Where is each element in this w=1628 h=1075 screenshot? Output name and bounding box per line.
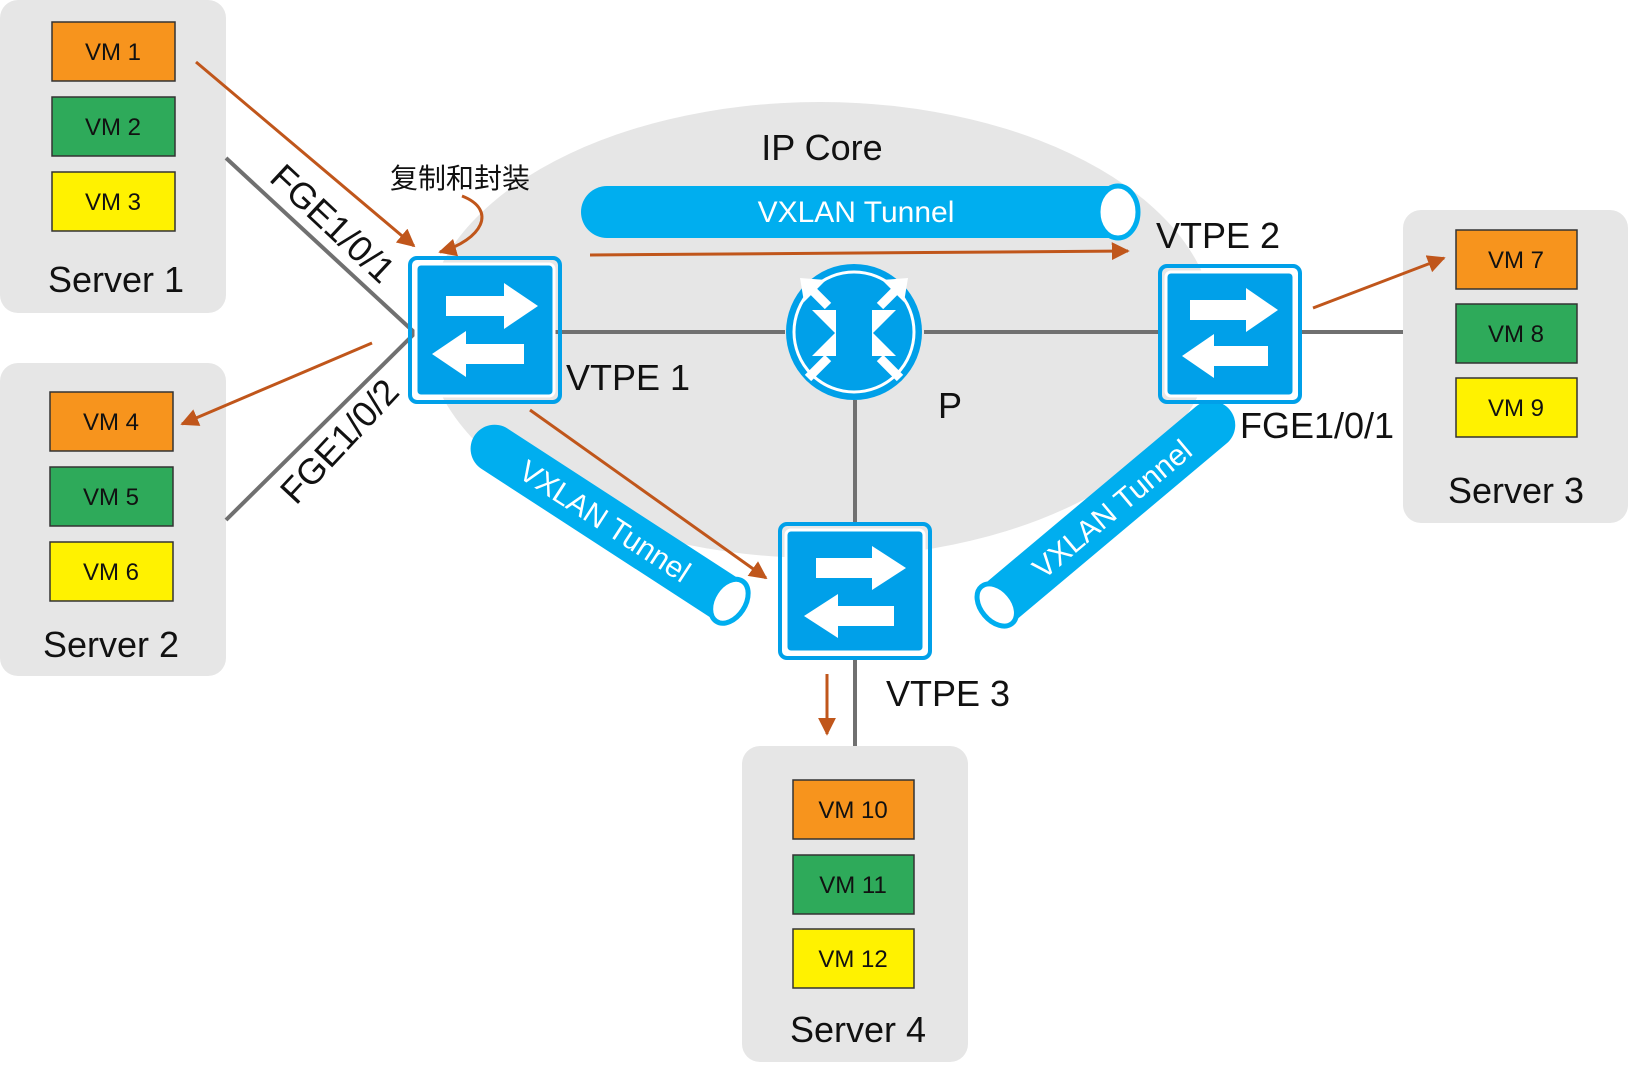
flow-arrow-vtpe2-to-vm7 — [1312, 255, 1446, 310]
vm-10-label: VM 10 — [818, 797, 887, 824]
switch-arrow-left-icon — [1182, 334, 1268, 378]
server-3-label: Server 3 — [1448, 470, 1584, 511]
vxlan-tunnel-top: VXLAN Tunnel — [581, 183, 1141, 241]
flow-arrow-vm1-to-vtpe1 — [195, 60, 416, 248]
vtpe1-label: VTPE 1 — [566, 357, 690, 398]
ip-core-label: IP Core — [761, 127, 882, 168]
vm-4[interactable]: VM 4 — [49, 391, 174, 452]
vm-7[interactable]: VM 7 — [1455, 229, 1578, 290]
vm-1-label: VM 1 — [85, 39, 141, 66]
server-2-label: Server 2 — [43, 624, 179, 665]
server-4-label: Server 4 — [790, 1009, 926, 1050]
vtpe1-port2-label: FGE1/0/2 — [272, 371, 407, 512]
vm-6[interactable]: VM 6 — [49, 541, 174, 602]
vm-11-label: VM 11 — [819, 872, 887, 899]
vm-3[interactable]: VM 3 — [51, 171, 176, 232]
vm-1[interactable]: VM 1 — [51, 21, 176, 82]
vm-8[interactable]: VM 8 — [1455, 303, 1578, 364]
vm-5[interactable]: VM 5 — [49, 466, 174, 527]
vtpe1-switch[interactable] — [408, 256, 562, 404]
links — [224, 156, 1403, 746]
server-1-label: Server 1 — [48, 259, 184, 300]
vm-11[interactable]: VM 11 — [792, 854, 915, 915]
vm-7-label: VM 7 — [1488, 247, 1544, 274]
flow-arrow-vtpe1-to-vm4 — [180, 341, 373, 426]
vtpe2-port1-label: FGE1/0/1 — [1240, 405, 1394, 446]
vm-6-label: VM 6 — [83, 559, 139, 586]
vtpe3-label: VTPE 3 — [886, 673, 1010, 714]
link-server2-vtpe1 — [224, 331, 417, 522]
replicate-encapsulate-label: 复制和封装 — [390, 163, 530, 194]
vm-9[interactable]: VM 9 — [1455, 377, 1578, 438]
flow-arrow-vtpe1-to-vtpe2 — [589, 242, 1130, 261]
p-router[interactable] — [786, 264, 922, 400]
vm-2-label: VM 2 — [85, 114, 141, 141]
vm-3-label: VM 3 — [85, 189, 141, 216]
flow-arrow-annotation-curve — [438, 194, 484, 257]
vm-8-label: VM 8 — [1488, 321, 1544, 348]
vtpe2-switch[interactable] — [1158, 264, 1302, 404]
vm-2[interactable]: VM 2 — [51, 96, 176, 157]
switch-arrow-right-icon — [1190, 288, 1278, 332]
vxlan-tunnel-top-label: VXLAN Tunnel — [758, 196, 955, 229]
switch-arrow-right-icon — [816, 546, 906, 590]
vm-5-label: VM 5 — [83, 484, 139, 511]
switch-arrow-right-icon — [446, 283, 538, 329]
switch-arrow-left-icon — [432, 331, 524, 377]
vm-9-label: VM 9 — [1488, 395, 1544, 422]
vtpe2-label: VTPE 2 — [1156, 215, 1280, 256]
vm-10[interactable]: VM 10 — [792, 779, 915, 840]
vm-12[interactable]: VM 12 — [792, 928, 915, 989]
flow-arrows — [180, 60, 1446, 736]
switch-arrow-left-icon — [804, 594, 894, 638]
p-router-label: P — [938, 385, 962, 426]
flow-arrow-vtpe1-to-vtpe3 — [529, 408, 768, 580]
vtpe3-switch[interactable] — [778, 522, 932, 660]
vm-12-label: VM 12 — [818, 946, 887, 973]
link-server1-vtpe1 — [224, 156, 417, 335]
vm-4-label: VM 4 — [83, 409, 139, 436]
